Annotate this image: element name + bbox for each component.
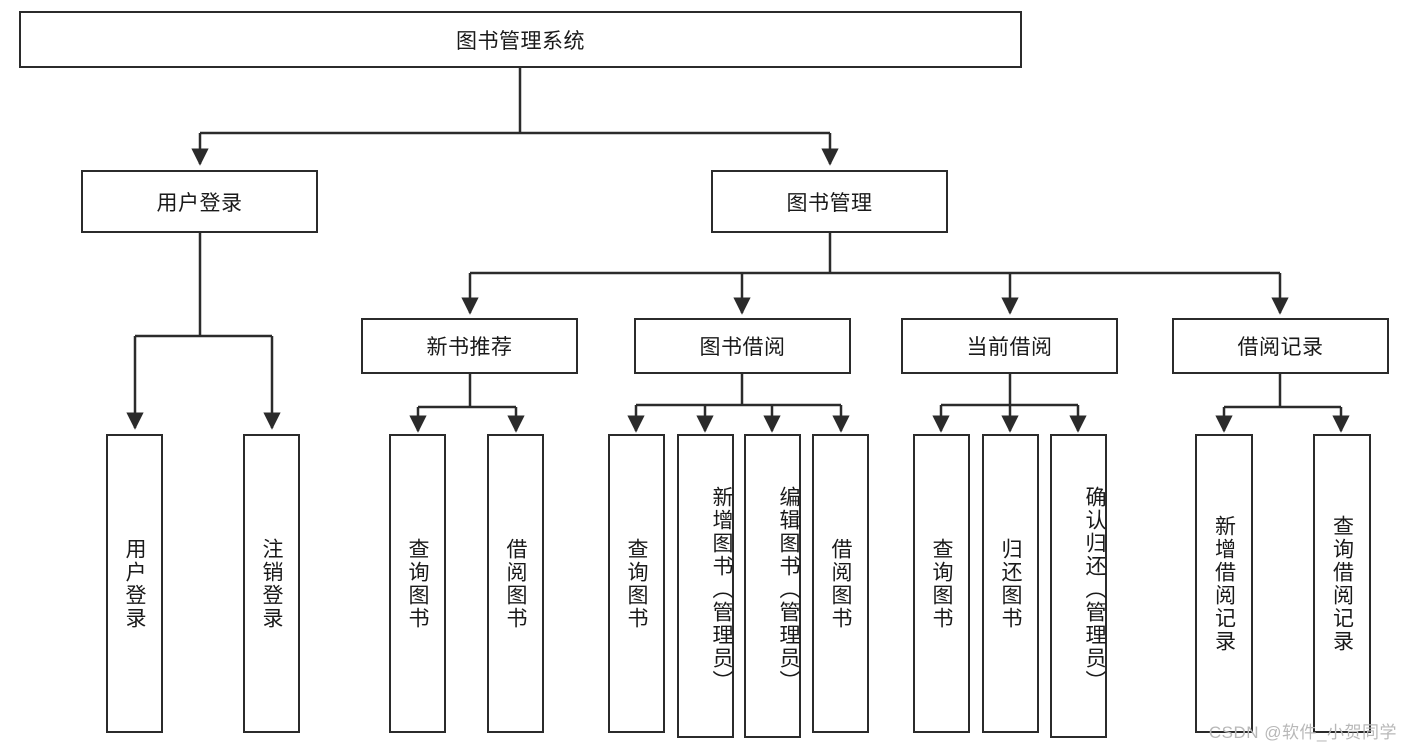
node-label: 确认归还（管理员） <box>1083 485 1106 693</box>
leaf-borrow-record-add[interactable]: 新增借阅记录 <box>1195 434 1253 733</box>
leaf-new-book-query[interactable]: 查询图书 <box>389 434 446 733</box>
node-label: 图书借阅 <box>699 336 786 359</box>
leaf-book-borrow-borrow[interactable]: 借阅图书 <box>812 434 869 733</box>
node-book-management[interactable]: 图书管理 <box>711 170 948 233</box>
node-label: 新增借阅记录 <box>1212 514 1236 653</box>
leaf-current-borrow-return[interactable]: 归还图书 <box>982 434 1039 733</box>
leaf-book-borrow-query[interactable]: 查询图书 <box>608 434 665 733</box>
csdn-watermark: CSDN @软件_小贺同学 <box>1208 723 1397 742</box>
node-user-login[interactable]: 用户登录 <box>81 170 318 233</box>
leaf-user-login-signout[interactable]: 注销登录 <box>243 434 300 733</box>
node-label: 图书管理 <box>786 191 873 215</box>
node-label: 图书管理系统 <box>456 29 585 53</box>
leaf-new-book-borrow[interactable]: 借阅图书 <box>487 434 544 733</box>
node-label: 编辑图书（管理员） <box>777 485 800 693</box>
leaf-book-borrow-add[interactable]: 新增图书（管理员） <box>677 434 734 738</box>
node-new-book-recommend[interactable]: 新书推荐 <box>361 318 578 374</box>
leaf-book-borrow-edit[interactable]: 编辑图书（管理员） <box>744 434 801 738</box>
node-label: 归还图书 <box>999 537 1022 630</box>
node-label: 借阅图书 <box>504 537 527 630</box>
node-borrow-record[interactable]: 借阅记录 <box>1172 318 1389 374</box>
leaf-current-borrow-query[interactable]: 查询图书 <box>913 434 970 733</box>
node-label: 查询图书 <box>930 537 953 630</box>
node-book-borrow[interactable]: 图书借阅 <box>634 318 851 374</box>
leaf-current-borrow-confirm-return[interactable]: 确认归还（管理员） <box>1050 434 1107 738</box>
leaf-borrow-record-query[interactable]: 查询借阅记录 <box>1313 434 1371 733</box>
node-label: 新书推荐 <box>426 336 513 359</box>
node-label: 用户登录 <box>156 191 243 215</box>
node-current-borrow[interactable]: 当前借阅 <box>901 318 1118 374</box>
node-label: 注销登录 <box>260 537 283 630</box>
leaf-user-login-signin[interactable]: 用户登录 <box>106 434 163 733</box>
node-label: 用户登录 <box>123 537 146 630</box>
node-label: 查询图书 <box>625 537 648 630</box>
node-book-management-system[interactable]: 图书管理系统 <box>19 11 1022 68</box>
node-label: 借阅记录 <box>1237 336 1324 359</box>
node-label: 借阅图书 <box>829 537 852 630</box>
node-label: 查询图书 <box>406 537 429 630</box>
node-label: 当前借阅 <box>966 336 1053 359</box>
node-label: 新增图书（管理员） <box>710 485 733 693</box>
node-label: 查询借阅记录 <box>1330 514 1354 653</box>
